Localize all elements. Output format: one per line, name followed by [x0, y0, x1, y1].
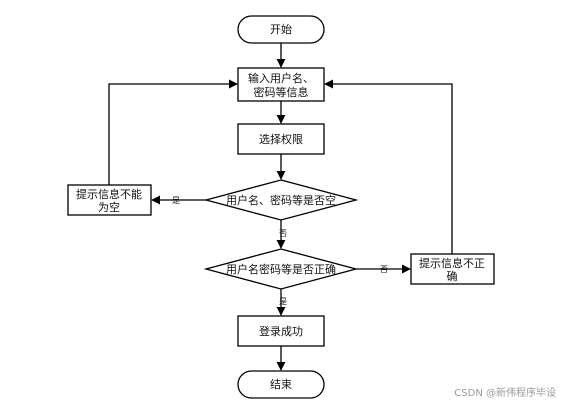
- edge-label-empty-yes: 是: [172, 196, 180, 205]
- input-label-line2: 密码等信息: [254, 85, 309, 99]
- empty-tip-line1: 提示信息不能: [76, 187, 142, 201]
- edge-label-empty-no: 否: [279, 229, 287, 238]
- watermark: CSDN @新伟程序毕设: [454, 388, 556, 399]
- wrong-tip-line1: 提示信息不正: [419, 256, 485, 270]
- empty-tip-line2: 为空: [98, 200, 120, 214]
- edge-label-correct-yes: 是: [279, 297, 287, 306]
- check-empty-decision: 用户名、密码等是否空: [203, 179, 359, 221]
- end-node: 结束: [237, 370, 325, 399]
- wrong-tip-line2: 确: [447, 270, 458, 283]
- check-empty-label: 用户名、密码等是否空: [226, 193, 336, 207]
- start-node: 开始: [237, 15, 325, 44]
- check-correct-label: 用户名密码等是否正确: [226, 262, 336, 276]
- success-label: 登录成功: [259, 324, 303, 338]
- wrong-tip-node: 提示信息不正 确: [410, 253, 495, 285]
- input-node: 输入用户名、 密码等信息: [237, 67, 325, 102]
- end-label: 结束: [270, 378, 292, 391]
- start-label: 开始: [270, 22, 292, 36]
- edge-empty-tip-back-to-input: [108, 79, 238, 185]
- check-correct-decision: 用户名密码等是否正确: [203, 248, 359, 290]
- success-node: 登录成功: [237, 315, 325, 347]
- select-permission-label: 选择权限: [259, 132, 303, 146]
- empty-tip-node: 提示信息不能 为空: [67, 184, 152, 216]
- edge-label-correct-no: 否: [380, 265, 388, 274]
- edge-wrong-tip-back-to-input: [324, 79, 453, 254]
- select-permission-node: 选择权限: [237, 123, 325, 155]
- input-label-line1: 输入用户名、: [248, 71, 314, 85]
